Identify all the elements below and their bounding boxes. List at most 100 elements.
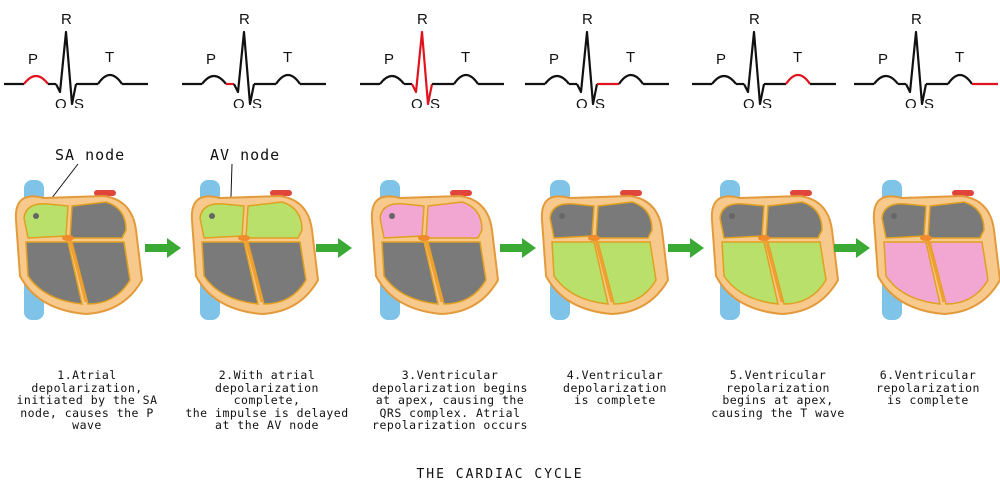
arrow-right-icon bbox=[316, 238, 352, 258]
ecg-label-r: R bbox=[749, 11, 760, 28]
ventricle-left-view bbox=[381, 241, 439, 305]
ecg-segment-p bbox=[873, 74, 899, 85]
sa-node-dot bbox=[389, 213, 395, 219]
ecg-segment-t bbox=[275, 73, 301, 85]
av-node-dot bbox=[238, 235, 250, 241]
step-caption-1: 1.Atrial depolarization, initiated by th… bbox=[16, 368, 158, 432]
septum bbox=[68, 239, 88, 303]
ecg-segment-qrs bbox=[576, 30, 599, 106]
ecg-label-t: T bbox=[626, 49, 635, 66]
atrium-left-view bbox=[23, 203, 69, 239]
sa-node-dot bbox=[559, 213, 565, 219]
step-caption-6: 6.Ventricular repolarization is complete bbox=[876, 368, 980, 407]
transition-arrow-5 bbox=[834, 238, 870, 258]
av-node-label: AV node bbox=[210, 146, 281, 164]
ecg-label-p: P bbox=[878, 51, 888, 68]
atrium-right-view bbox=[69, 201, 127, 239]
ecg-label-t: T bbox=[105, 49, 114, 66]
aortic-branch-1 bbox=[94, 190, 116, 196]
ecg-label-s: S bbox=[595, 96, 605, 108]
ventricle-left-view bbox=[201, 241, 259, 305]
ventricle-left-view bbox=[551, 241, 609, 305]
heart-5 bbox=[700, 180, 850, 320]
sa-node-dot bbox=[729, 213, 735, 219]
heart-4 bbox=[530, 180, 680, 320]
av-node-dot bbox=[62, 235, 74, 241]
heart-diagram-svg bbox=[710, 180, 840, 320]
ecg-label-r: R bbox=[582, 11, 593, 28]
ecg-segment-p bbox=[201, 74, 227, 85]
heart-3 bbox=[360, 180, 510, 320]
step-caption-3: 3.Ventricular depolarization begins at a… bbox=[372, 368, 528, 432]
ecg-label-s: S bbox=[762, 96, 772, 108]
ecg-label-r: R bbox=[61, 11, 72, 28]
ecg-label-r: R bbox=[239, 11, 250, 28]
ecg-label-q: Q bbox=[411, 96, 423, 108]
ecg-label-q: Q bbox=[576, 96, 588, 108]
septum bbox=[424, 239, 444, 303]
ecg-segment-t bbox=[453, 73, 479, 85]
ecg-label-s: S bbox=[430, 96, 440, 108]
ventricle-left-view bbox=[25, 241, 83, 305]
arrow-right-icon bbox=[668, 238, 704, 258]
aortic-branch-1 bbox=[450, 190, 472, 196]
heart-diagram-svg bbox=[370, 180, 500, 320]
ecg-label-p: P bbox=[206, 51, 216, 68]
ecg-segment-t bbox=[618, 73, 644, 85]
atrium-right-view bbox=[927, 201, 985, 239]
aortic-branch-1 bbox=[270, 190, 292, 196]
ecg-label-q: Q bbox=[55, 96, 67, 108]
ecg-label-r: R bbox=[911, 11, 922, 28]
ecg-label-p: P bbox=[384, 51, 394, 68]
septum bbox=[764, 239, 784, 303]
atrium-right-view bbox=[425, 201, 483, 239]
arrow-right-icon bbox=[834, 238, 870, 258]
ventricle-right-view bbox=[597, 241, 657, 305]
ecg-segment-t bbox=[97, 73, 123, 85]
diagram-title: THE CARDIAC CYCLE bbox=[416, 467, 584, 482]
septum bbox=[244, 239, 264, 303]
ventricle-right-view bbox=[929, 241, 989, 305]
septum bbox=[926, 239, 946, 303]
ecg-label-s: S bbox=[924, 96, 934, 108]
av-node-dot bbox=[758, 235, 770, 241]
ecg-label-q: Q bbox=[743, 96, 755, 108]
arrow-right-icon bbox=[145, 238, 181, 258]
heart-2 bbox=[180, 180, 330, 320]
step-caption-5: 5.Ventricular repolarization begins at a… bbox=[711, 368, 845, 420]
aortic-branch-1 bbox=[952, 190, 974, 196]
heart-diagram-svg bbox=[872, 180, 1000, 320]
ecg-segment-p bbox=[711, 74, 737, 85]
sa-node-dot bbox=[891, 213, 897, 219]
sa-node-label: SA node bbox=[55, 146, 126, 164]
ecg-segment-qrs bbox=[233, 30, 256, 106]
ecg-label-q: Q bbox=[905, 96, 917, 108]
ventricle-right-view bbox=[427, 241, 487, 305]
transition-arrow-1 bbox=[145, 238, 181, 258]
step-caption-4: 4.Ventricular depolarization is complete bbox=[563, 368, 667, 407]
atrium-left-view bbox=[379, 203, 425, 239]
transition-arrow-3 bbox=[500, 238, 536, 258]
atrium-left-view bbox=[719, 203, 765, 239]
ecg-label-p: P bbox=[716, 51, 726, 68]
septum bbox=[594, 239, 614, 303]
heart-1 bbox=[4, 180, 154, 320]
ventricle-left-view bbox=[883, 241, 941, 305]
av-node-dot bbox=[920, 235, 932, 241]
ecg-segment-qrs bbox=[55, 30, 78, 106]
atrium-left-view bbox=[881, 203, 927, 239]
ecg-label-t: T bbox=[955, 49, 964, 66]
ecg-label-s: S bbox=[252, 96, 262, 108]
ecg-label-t: T bbox=[793, 49, 802, 66]
ecg-segment-qrs bbox=[411, 30, 434, 106]
arrow-right-icon bbox=[500, 238, 536, 258]
